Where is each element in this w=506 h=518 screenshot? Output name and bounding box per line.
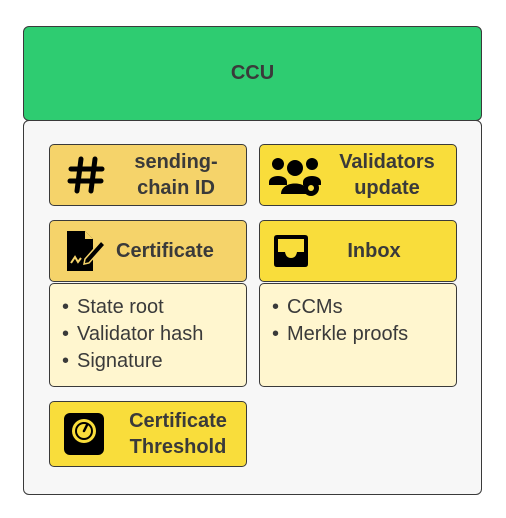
certificate-threshold-card: Certificate Threshold [49, 401, 247, 467]
certificate-items-list: State root Validator hash Signature [49, 283, 247, 387]
validators-update-card: Validators update [259, 144, 457, 206]
list-item: Signature [62, 348, 246, 375]
ccu-title: CCU [230, 62, 275, 84]
list-item: CCMs [272, 294, 456, 321]
signed-document-icon [50, 229, 116, 273]
validators-update-label: Validators update [339, 151, 435, 199]
inbox-card: Inbox [259, 220, 457, 282]
sending-chain-id-label: sending-chain ID [134, 151, 218, 199]
list-item: Validator hash [62, 321, 246, 348]
certificate-card: Certificate [49, 220, 247, 282]
inbox-tray-icon [260, 232, 322, 270]
hash-icon [50, 155, 122, 195]
list-item: State root [62, 294, 246, 321]
sending-chain-id-card: sending-chain ID [49, 144, 247, 206]
inbox-items-list: CCMs Merkle proofs [259, 283, 457, 387]
scale-icon [50, 411, 118, 457]
list-item: Merkle proofs [272, 321, 456, 348]
inbox-label: Inbox [347, 240, 401, 262]
users-gear-icon [260, 152, 330, 198]
certificate-label: Certificate [116, 240, 214, 262]
ccu-header: CCU [23, 26, 482, 121]
certificate-threshold-label: Certificate Threshold [129, 410, 227, 458]
